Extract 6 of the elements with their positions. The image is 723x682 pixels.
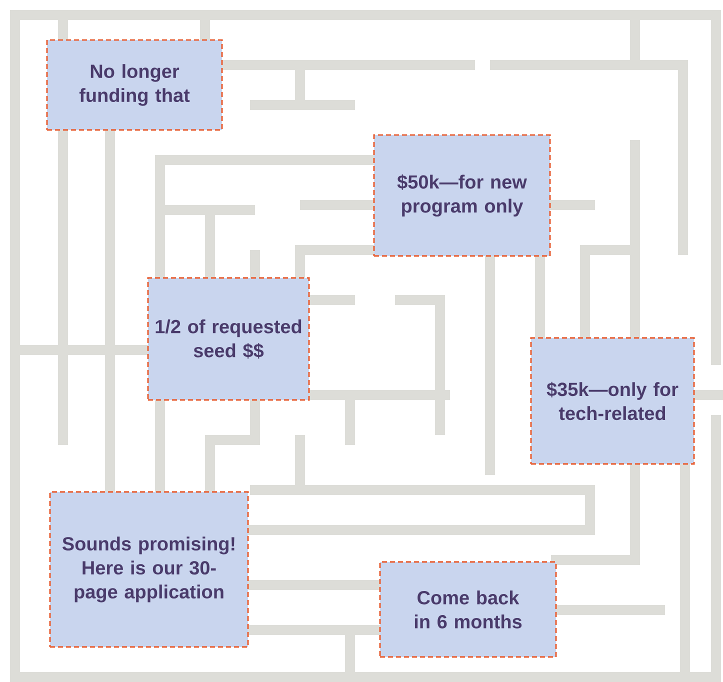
text-box: Come back in 6 months	[379, 561, 557, 658]
text-box: No longer funding that	[46, 39, 223, 131]
text-box: $35k—only for tech-related	[530, 337, 695, 465]
text-box: 1/2 of requested seed $$	[147, 277, 310, 401]
text-box: $50k—for new program only	[373, 134, 551, 257]
text-box: Sounds promising! Here is our 30-page application	[49, 491, 249, 648]
